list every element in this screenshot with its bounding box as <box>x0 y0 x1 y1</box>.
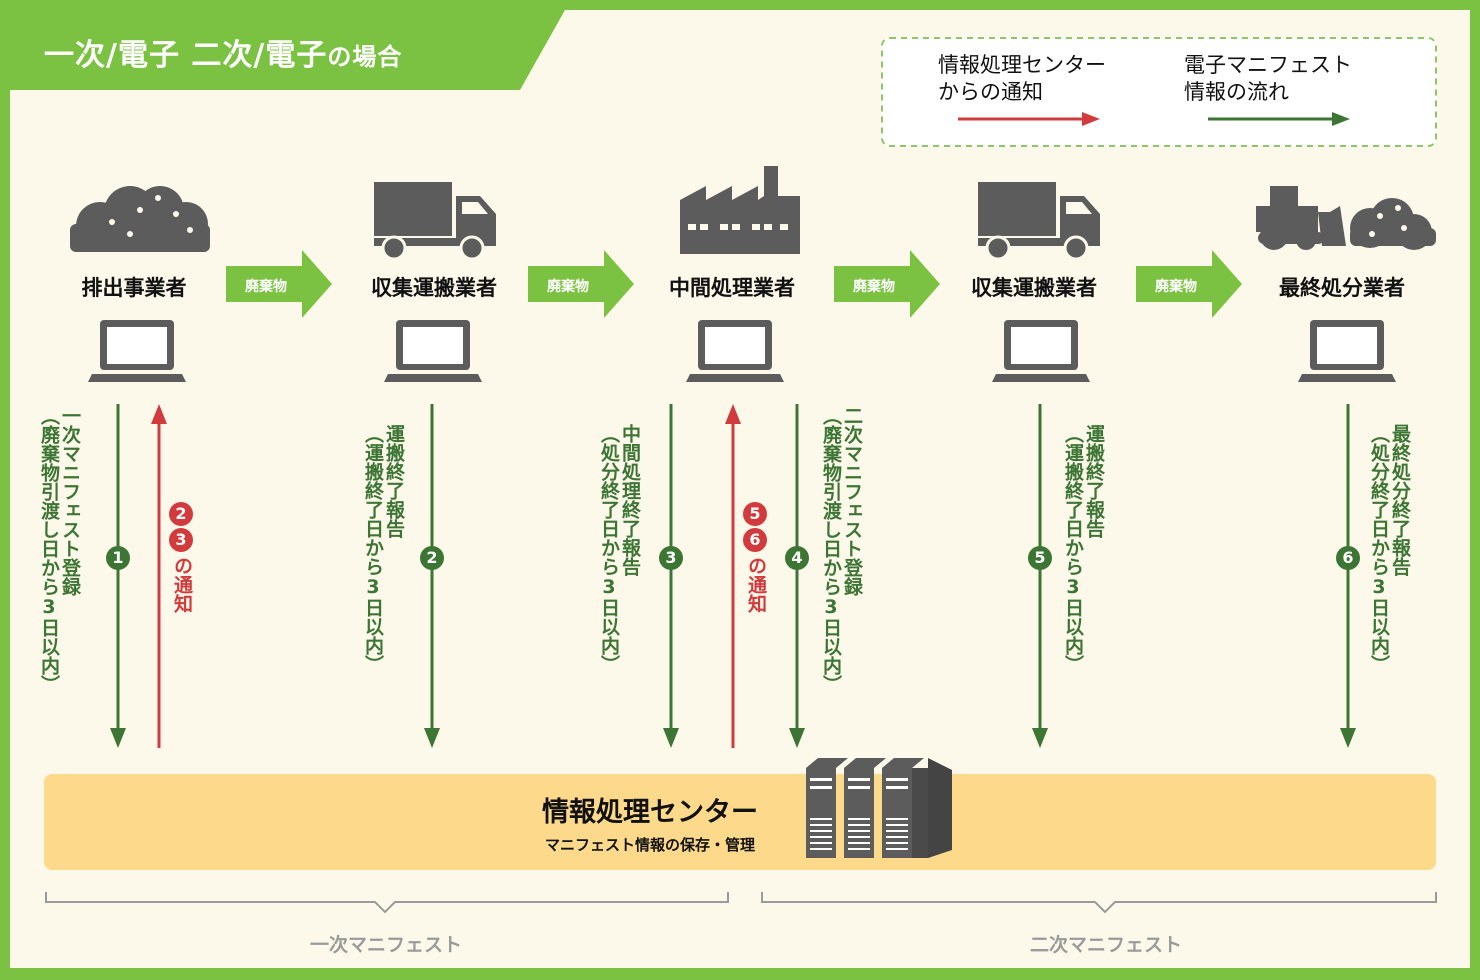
step-6-badge: 6 <box>1336 546 1360 570</box>
factory-icon <box>680 166 800 254</box>
page-title: 一次/電子 二次/電子の場合 <box>44 30 402 74</box>
title-main: 一次/電子 二次/電子 <box>44 38 328 73</box>
waste-label-1: 廃棄物 <box>245 279 287 295</box>
step-5-line-2: （運搬終了日から3日以内） <box>1062 424 1084 674</box>
step-3-badge: 3 <box>659 546 683 570</box>
notify-badge-2: 2 <box>169 502 193 526</box>
step-3-text: 中間処理終了報告 （処分終了日から3日以内） <box>598 424 641 724</box>
notify-5-6-text: の通知 <box>745 556 767 613</box>
bracket-label-secondary: 二次マニフェスト <box>1029 934 1182 956</box>
step-4-badge: 4 <box>785 546 809 570</box>
bulldozer-waste-icon <box>1256 186 1436 250</box>
legend-notification-text: 情報処理センター からの通知 <box>938 52 1106 106</box>
truck-icon-1 <box>372 180 498 261</box>
legend-green-arrowhead <box>1332 112 1350 126</box>
legend-flow-line-1: 電子マニフェスト <box>1184 53 1352 77</box>
waste-arrow-3 <box>834 250 940 318</box>
notify-badge-6: 6 <box>743 528 767 552</box>
laptop-icon-1 <box>88 320 186 382</box>
step-2-line-2: （運搬終了日から3日以内） <box>362 424 384 674</box>
bracket-label-primary: 一次マニフェスト <box>309 934 462 956</box>
waste-label-2: 廃棄物 <box>547 279 589 295</box>
legend-red-arrowhead <box>1082 112 1100 126</box>
waste-pile-icon <box>70 186 210 252</box>
actor-label-2: 収集運搬業者 <box>371 276 497 300</box>
info-center-band <box>44 774 1436 870</box>
step-2-text: 運搬終了報告 （運搬終了日から3日以内） <box>362 424 405 724</box>
notify-2-3-text: の通知 <box>171 556 193 613</box>
step-6-text: 最終処分終了報告 （処分終了日から3日以内） <box>1368 424 1411 724</box>
notify-badge-3: 3 <box>169 528 193 552</box>
bracket-primary <box>45 892 729 914</box>
info-center-title: 情報処理センター <box>542 797 758 828</box>
legend-notification-line-2: からの通知 <box>938 80 1043 104</box>
waste-label-3: 廃棄物 <box>853 279 895 295</box>
actor-label-3: 中間処理業者 <box>669 276 795 300</box>
actor-label-5: 最終処分業者 <box>1279 276 1405 300</box>
legend-flow-line-2: 情報の流れ <box>1184 80 1289 104</box>
waste-arrow-4 <box>1136 250 1242 318</box>
step-4-line-2: （廃棄物引渡し日から3日以内） <box>820 406 842 694</box>
server-icon <box>806 758 952 858</box>
waste-arrow-1 <box>226 250 332 318</box>
step-4-line-1: 二次マニフェスト登録 <box>841 406 863 596</box>
step-5-line-1: 運搬終了報告 <box>1083 424 1105 538</box>
waste-label-4: 廃棄物 <box>1155 279 1197 295</box>
legend-flow-text: 電子マニフェスト 情報の流れ <box>1184 52 1352 106</box>
actor-label-1: 排出事業者 <box>81 276 187 300</box>
step-2-line-1: 運搬終了報告 <box>383 424 405 538</box>
step-6-line-1: 最終処分終了報告 <box>1389 424 1411 576</box>
laptop-icon-3 <box>686 320 784 382</box>
content-panel <box>10 10 1470 968</box>
step-4-text: 二次マニフェスト登録 （廃棄物引渡し日から3日以内） <box>820 406 863 726</box>
step-5-badge: 5 <box>1028 546 1052 570</box>
step-2-badge: 2 <box>420 546 444 570</box>
step-6-line-2: （処分終了日から3日以内） <box>1368 424 1390 674</box>
step-1-text: 一次マニフェスト登録 （廃棄物引渡し日から3日以内） <box>38 406 81 726</box>
step-3-line-1: 中間処理終了報告 <box>619 424 641 576</box>
laptop-icon-5 <box>1298 320 1396 382</box>
step-5-text: 運搬終了報告 （運搬終了日から3日以内） <box>1062 424 1105 724</box>
legend-notification-line-1: 情報処理センター <box>938 53 1106 77</box>
info-center-subtitle: マニフェスト情報の保存・管理 <box>544 836 755 854</box>
laptop-icon-2 <box>384 320 482 382</box>
step-1-line-1: 一次マニフェスト登録 <box>59 406 81 596</box>
title-suffix: の場合 <box>327 43 403 71</box>
step-3-line-2: （処分終了日から3日以内） <box>598 424 620 674</box>
actor-label-4: 収集運搬業者 <box>971 276 1097 300</box>
notify-badge-5: 5 <box>743 502 767 526</box>
bracket-secondary <box>761 892 1437 914</box>
step-1-badge: 1 <box>106 546 130 570</box>
waste-arrow-2 <box>528 250 634 318</box>
truck-icon-2 <box>976 180 1102 261</box>
laptop-icon-4 <box>992 320 1090 382</box>
step-1-line-2: （廃棄物引渡し日から3日以内） <box>38 406 60 694</box>
